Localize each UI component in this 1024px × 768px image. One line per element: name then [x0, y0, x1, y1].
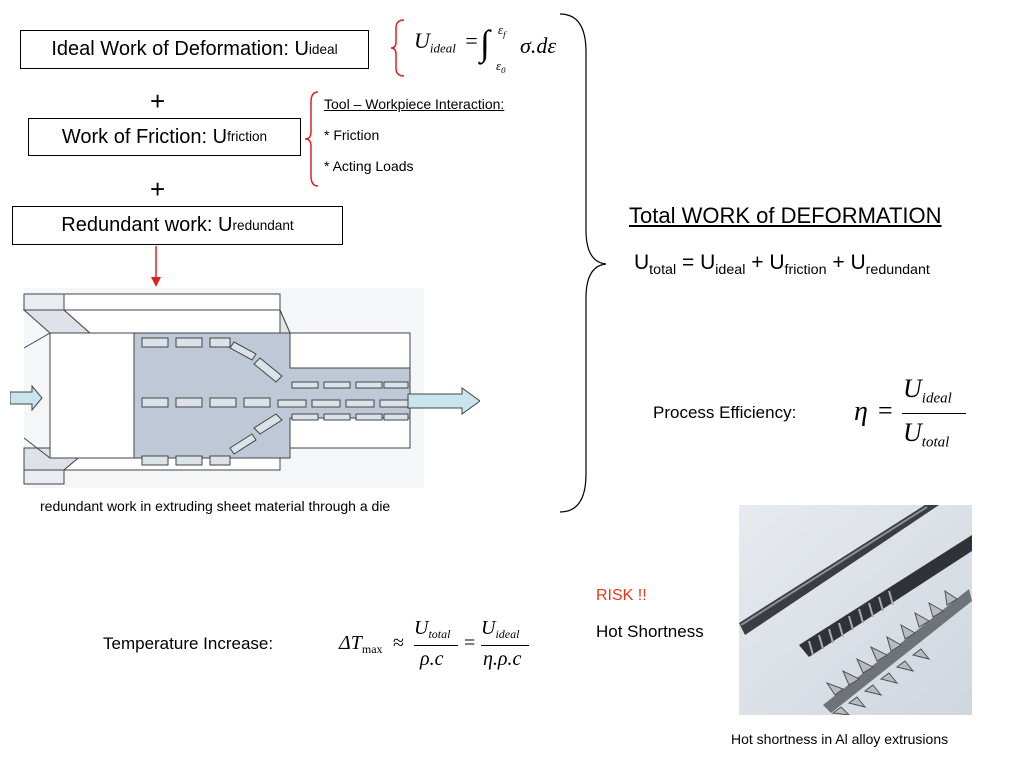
- temperature-label: Temperature Increase:: [103, 634, 274, 653]
- temperature-f2-num-sub: ideal: [495, 627, 520, 642]
- ideal-red-brace: [390, 19, 405, 77]
- integral-upper-sub: f: [503, 29, 506, 40]
- temperature-equals: =: [464, 632, 476, 654]
- ideal-formula-eq: =: [465, 28, 478, 53]
- plus-sign-1: +: [150, 86, 166, 116]
- temperature-delta-t: ΔT: [339, 632, 362, 654]
- hot-shortness-photo: [739, 505, 972, 715]
- integral-lower: ε0: [496, 58, 506, 76]
- temperature-f1-bar: [414, 645, 458, 646]
- total-eq-friction-sub: friction: [784, 261, 827, 278]
- integral-upper-eps: ε: [498, 22, 504, 37]
- plus-sign-2: +: [150, 174, 166, 204]
- temperature-delta-sub: max: [361, 642, 383, 657]
- efficiency-equals: =: [878, 396, 893, 425]
- total-eq-plus1: +: [745, 251, 770, 274]
- temperature-f1-num-sub: total: [428, 627, 451, 642]
- efficiency-num-u: U: [903, 374, 922, 403]
- total-eq-total-sub: total: [649, 261, 677, 278]
- efficiency-label: Process Efficiency:: [653, 403, 797, 422]
- temperature-f2-den: η.ρ.c: [483, 648, 522, 670]
- efficiency-denominator: Utotal: [903, 418, 950, 451]
- ideal-formula-u-sub: ideal: [429, 40, 456, 56]
- temperature-f1-num-u: U: [414, 617, 429, 639]
- extrusion-die-diagram: [10, 288, 480, 488]
- total-brace: [559, 13, 607, 513]
- interaction-item-loads: * Acting Loads: [324, 158, 414, 174]
- efficiency-fraction-bar: [902, 413, 966, 414]
- total-eq-plus2: +: [826, 251, 851, 274]
- redundant-label: Redundant work: U: [61, 214, 233, 236]
- efficiency-num-sub: ideal: [921, 390, 952, 407]
- diagram-caption: redundant work in extruding sheet materi…: [40, 498, 391, 514]
- total-eq-u3: U: [769, 251, 785, 274]
- temperature-f2-num-u: U: [481, 617, 496, 639]
- integral-sign: ∫: [480, 23, 490, 63]
- ideal-formula-u: U: [414, 28, 430, 53]
- total-eq-u2: U: [700, 251, 716, 274]
- total-eq-u4: U: [850, 251, 866, 274]
- temperature-f2-num: Uideal: [481, 617, 519, 640]
- temperature-f1-num: Utotal: [414, 617, 450, 640]
- temperature-f2-bar: [481, 645, 529, 646]
- interaction-title: Tool – Workpiece Interaction:: [324, 96, 505, 112]
- red-down-arrow: [151, 246, 161, 287]
- total-eq-ideal-sub: ideal: [715, 261, 746, 278]
- total-title: Total WORK of DEFORMATION: [629, 203, 942, 228]
- temperature-delta: ΔTmax: [339, 632, 383, 655]
- interaction-red-brace: [304, 91, 319, 187]
- integral-lower-eps: ε: [496, 58, 502, 73]
- integral-lower-sub: 0: [501, 65, 506, 76]
- photo-caption: Hot shortness in Al alloy extrusions: [731, 731, 949, 747]
- total-eq-equals: =: [676, 251, 701, 274]
- total-equation: Utotal = Uideal + Ufriction + Uredundant: [634, 251, 930, 278]
- total-eq-u1: U: [634, 251, 650, 274]
- efficiency-eta: η: [854, 396, 868, 427]
- ideal-formula: Uideal =: [414, 28, 482, 56]
- friction-label: Work of Friction: U: [61, 125, 228, 148]
- interaction-item-friction: * Friction: [324, 127, 380, 143]
- total-eq-redundant-sub: redundant: [865, 261, 930, 278]
- integrand: σ.dε: [520, 33, 557, 58]
- efficiency-numerator: Uideal: [903, 374, 952, 407]
- hot-shortness-label: Hot Shortness: [596, 622, 704, 641]
- integral-upper: εf: [498, 22, 506, 40]
- ideal-work-label: Ideal Work of Deformation: U: [51, 38, 309, 60]
- temperature-f1-den: ρ.c: [420, 648, 444, 670]
- temperature-approx: ≈: [393, 632, 404, 654]
- risk-label: RISK !!: [596, 587, 647, 604]
- efficiency-den-u: U: [903, 418, 922, 447]
- efficiency-den-sub: total: [921, 434, 950, 451]
